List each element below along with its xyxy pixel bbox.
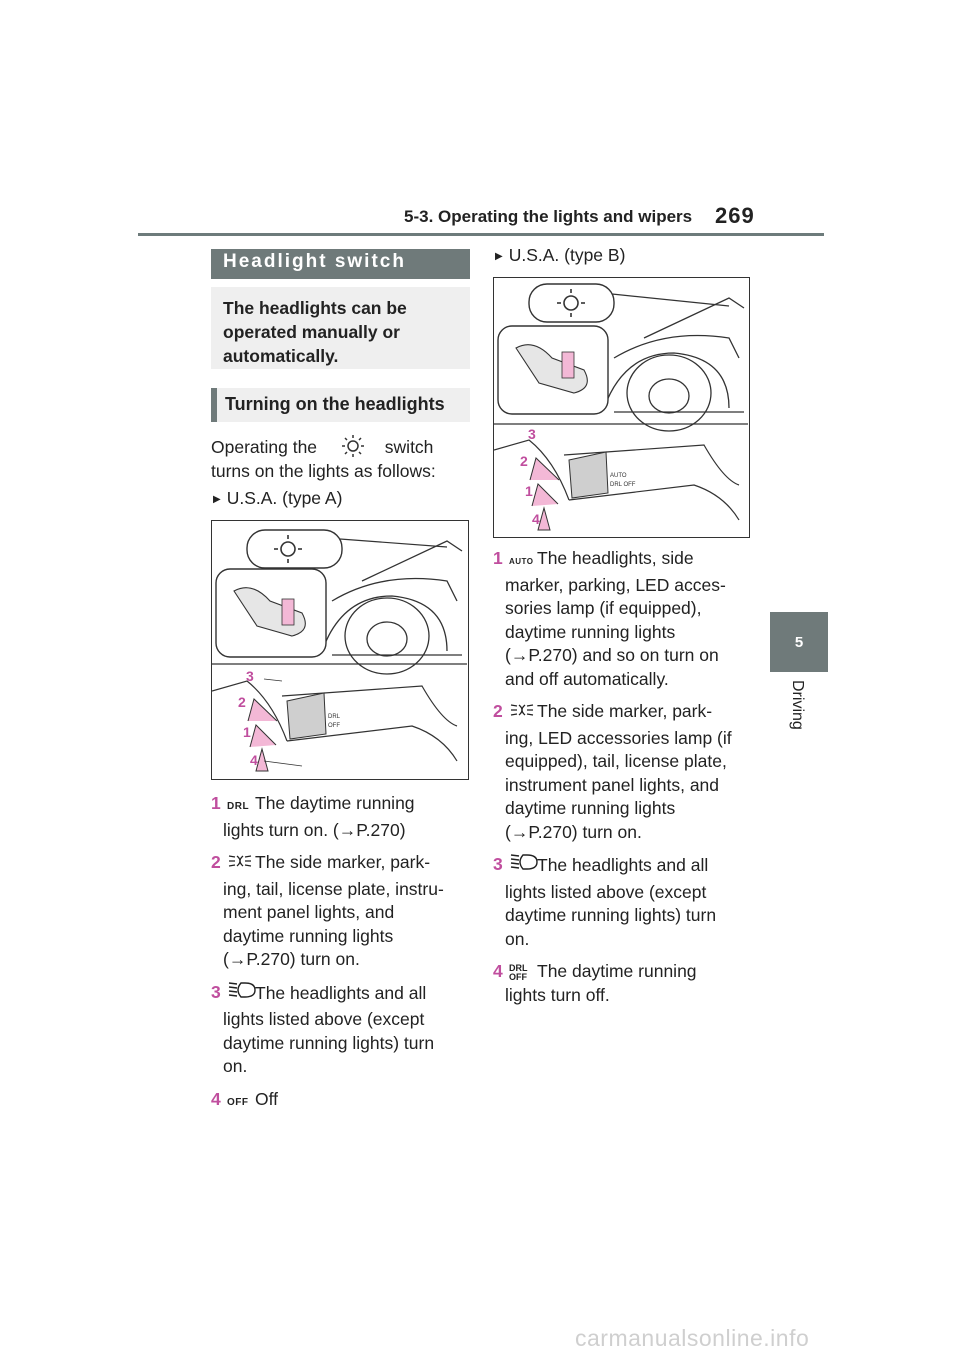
- fig-b-num-4: 4: [532, 511, 540, 527]
- header-rule: [138, 233, 824, 236]
- drl-off-symbol: DRL OFF: [509, 963, 528, 982]
- svg-text:OFF: OFF: [328, 723, 340, 729]
- fig-b-num-2: 2: [520, 453, 528, 469]
- fig-a-num-3: 3: [246, 668, 254, 684]
- auto-symbol: AUTO: [509, 557, 534, 566]
- list-item: 3 The headlights and all lights listed a…: [493, 853, 717, 949]
- drl-symbol: DRL: [227, 801, 250, 812]
- fig-a-num-4: 4: [250, 752, 258, 768]
- chapter-number: 5: [794, 633, 804, 651]
- list-item: 2 The side marker, park- ing, tail, lice…: [211, 852, 444, 969]
- variant-b-title: U.S.A. (type B): [495, 243, 626, 271]
- chapter-tab[interactable]: 5: [770, 612, 828, 672]
- figure-type-b: 3 2 1 4 AUTO DRL OFF: [493, 277, 750, 538]
- steering-illustration-b: 3 2 1 4 AUTO DRL OFF: [493, 283, 748, 531]
- fig-a-num-2: 2: [238, 694, 246, 710]
- side-light-icon: [509, 703, 537, 727]
- watermark: carmanualsonline.info: [575, 1325, 810, 1351]
- variant-a-title: U.S.A. (type A): [213, 486, 343, 514]
- list-item: 2 The side marker, park- ing, LED access…: [493, 701, 732, 842]
- fig-a-num-1: 1: [243, 724, 251, 740]
- fig-b-num-1: 1: [525, 483, 533, 499]
- fig-b-num-3: 3: [528, 426, 536, 442]
- list-item: 3 The headlights and all lights listed a…: [211, 981, 435, 1077]
- svg-text:DRL: DRL: [328, 714, 341, 720]
- instruction-text: Operating the switch turns on the lights…: [211, 434, 481, 483]
- off-symbol: OFF: [227, 1096, 249, 1108]
- section-heading: Headlight switch: [211, 249, 470, 279]
- svg-text:DRL OFF: DRL OFF: [610, 482, 636, 488]
- steering-illustration-a: 3 2 1 4 DRL OFF: [211, 529, 467, 772]
- svg-text:AUTO: AUTO: [610, 473, 627, 479]
- subheading: Turning on the headlights: [211, 388, 470, 422]
- intro-box: The headlights can be operated manually …: [211, 287, 470, 369]
- side-light-icon: [227, 854, 255, 878]
- figure-type-a: 3 2 1 4 DRL OFF: [211, 520, 469, 780]
- headlight-icon: [341, 435, 364, 457]
- headlight-low-beam-icon: [509, 853, 538, 881]
- section-title: 5-3. Operating the lights and wipers: [404, 207, 693, 226]
- headlight-low-beam-icon: [227, 981, 256, 1009]
- chapter-label: Driving: [789, 680, 806, 730]
- page-number: 269: [715, 203, 755, 228]
